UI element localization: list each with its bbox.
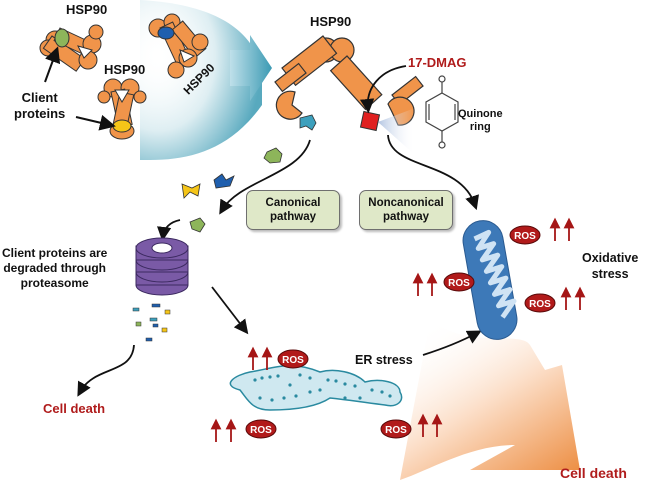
oxidative-line-1: Oxidative <box>582 251 639 265</box>
hsp90-dimer-2 <box>97 78 147 140</box>
ros-mito-bottom: ROS <box>524 293 556 313</box>
hsp90-label-1: HSP90 <box>66 2 108 17</box>
17-dmag-label: 17-DMAG <box>408 55 467 70</box>
17-dmag-molecule <box>359 110 381 132</box>
mitochondrion <box>462 220 518 340</box>
client-protein-yellow <box>181 183 201 199</box>
transition-arrow <box>230 35 272 101</box>
hsp90-label-2: HSP90 <box>104 62 146 77</box>
ros-mito-left: ROS <box>443 272 475 292</box>
quinone-line-1: Quinone <box>458 108 503 120</box>
canonical-arrow <box>219 139 311 215</box>
increase-arrows <box>210 217 586 442</box>
client-protein-arrow-1 <box>44 46 61 83</box>
cell-death-arrow-shape <box>400 320 580 480</box>
hsp90-dimer-3 <box>148 13 209 79</box>
ros-er-right: ROS <box>380 419 412 439</box>
proteasome <box>135 237 189 296</box>
proteasome-entry-arrow <box>156 219 181 242</box>
quinone-highlight-beam <box>378 108 415 155</box>
hsp90-dimer-1 <box>39 24 104 72</box>
oxidative-line-2: stress <box>591 267 629 281</box>
quinone-ring-label: Quinone ring <box>458 108 503 134</box>
er-stress-induction-arrow <box>211 286 249 335</box>
oxidative-stress-label: Oxidative stress <box>582 250 638 282</box>
client-protein-green-2 <box>189 217 206 233</box>
ros-er-left: ROS <box>245 419 277 439</box>
er-to-mitochondria-arrow <box>422 330 482 356</box>
client-protein-teal <box>299 114 317 131</box>
client-proteins-line-2: proteins <box>14 106 66 121</box>
ros-label: ROS <box>514 231 536 242</box>
cell-death-right-label: Cell death <box>560 465 627 481</box>
proteasome-line-1: Client proteins are <box>2 246 108 260</box>
proteasome-line-3: proteasome <box>20 276 89 290</box>
cell-death-left-arrow <box>77 344 135 397</box>
ros-label: ROS <box>448 278 470 289</box>
proteasome-line-2: degraded through <box>3 261 107 275</box>
quinone-line-2: ring <box>469 121 491 133</box>
ros-label: ROS <box>282 355 304 366</box>
cell-death-left-label: Cell death <box>43 401 106 416</box>
ros-label: ROS <box>529 299 551 310</box>
drug-binding-arrow <box>359 65 407 114</box>
endoplasmic-reticulum <box>229 364 403 411</box>
ros-label: ROS <box>250 425 272 436</box>
degraded-fragments <box>132 303 171 342</box>
canonical-line-2: pathway <box>269 211 316 223</box>
noncanonical-line-2: pathway <box>382 211 429 223</box>
ros-mito-top: ROS <box>509 225 541 245</box>
noncanonical-pathway-box: Noncanonical pathway <box>359 190 453 230</box>
proteasome-label: Client proteins are degraded through pro… <box>2 246 107 291</box>
ros-er-top: ROS <box>277 349 309 369</box>
client-proteins-label: Client proteins <box>14 90 65 122</box>
client-protein-arrow-2 <box>75 114 116 131</box>
canonical-pathway-box: Canonical pathway <box>246 190 340 230</box>
canonical-line-1: Canonical <box>265 197 321 209</box>
client-protein-blue <box>213 173 235 189</box>
noncanonical-arrow <box>387 134 479 211</box>
noncanonical-line-1: Noncanonical <box>368 197 444 209</box>
client-protein-green <box>263 147 283 164</box>
hsp90-open-conformation <box>274 35 424 126</box>
hsp90-label-center: HSP90 <box>310 14 352 29</box>
quinone-ring-structure <box>425 75 459 149</box>
client-proteins-line-1: Client <box>21 90 58 105</box>
ros-label: ROS <box>385 425 407 436</box>
er-stress-label: ER stress <box>355 353 413 367</box>
